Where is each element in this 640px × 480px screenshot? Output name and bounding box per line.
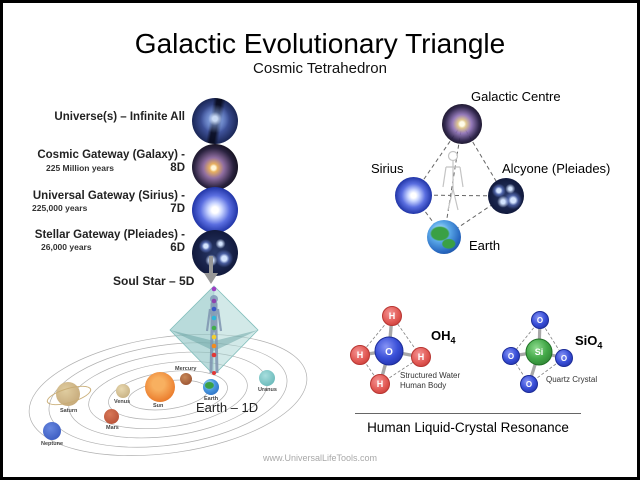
page-title: Galactic Evolutionary Triangle <box>134 28 506 59</box>
planet-earth <box>203 379 219 395</box>
earth-1d-label: Earth – 1D <box>196 400 259 415</box>
gateway-years-universal: 225,000 years <box>32 203 88 213</box>
gateway-label-universe: Universe(s) – Infinite All <box>54 111 185 123</box>
planet-saturn <box>56 382 80 406</box>
silicon-center-atom <box>525 338 553 366</box>
water-caption-line1: Structured Water <box>400 371 461 380</box>
planet-label-neptune: Neptune <box>41 441 63 447</box>
earth-node <box>427 220 461 254</box>
galactic-centre-node <box>442 104 482 144</box>
sirius-star-image <box>192 187 238 233</box>
svg-text:O: O <box>385 347 393 358</box>
planet-mercury <box>180 373 192 385</box>
svg-text:O: O <box>526 380 532 389</box>
water-molecule: H H H H O <box>350 306 431 394</box>
website-url: www.UniversalLifeTools.com <box>262 453 378 463</box>
planet-sun <box>145 372 175 402</box>
planet-label-mercury: Mercury <box>175 366 197 372</box>
gateway-label-stellar: Stellar Gateway (Pleiades) - 6D <box>34 229 185 254</box>
soul-star-label: Soul Star – 5D <box>113 274 195 288</box>
quartz-octahedron-edges <box>510 319 565 385</box>
planet-uranus <box>259 370 275 386</box>
svg-text:H: H <box>377 379 384 389</box>
quartz-formula-sub: 4 <box>597 340 603 351</box>
down-arrow-icon <box>204 256 218 284</box>
svg-text:H: H <box>357 350 364 360</box>
oxygen-atoms <box>502 311 573 393</box>
alcyone-node <box>488 178 524 214</box>
planet-mars <box>104 409 119 424</box>
hydrogen-atoms <box>350 306 431 394</box>
water-formula-sub: 4 <box>450 335 456 346</box>
water-formula: OH4 <box>431 328 456 346</box>
resonance-heading: Human Liquid-Crystal Resonance <box>367 420 569 435</box>
earth-label: Earth <box>469 238 501 253</box>
svg-text:O: O <box>508 352 514 361</box>
universe-nebula-image <box>192 98 238 144</box>
quartz-formula-text: SiO <box>575 333 598 348</box>
svg-text:H: H <box>389 311 396 321</box>
gateway-years-cosmic: 225 Million years <box>46 163 115 173</box>
planet-label-uranus: Uranus <box>258 387 277 393</box>
quartz-molecule: O O O O Si <box>502 311 573 393</box>
sirius-label: Sirius <box>371 161 404 176</box>
water-caption-line2: Human Body <box>400 381 447 390</box>
svg-text:O: O <box>561 354 567 363</box>
quartz-formula: SiO4 <box>575 333 602 351</box>
pleiades-cluster-image <box>192 230 238 276</box>
oxygen-center-atom <box>374 336 404 366</box>
water-caption: Structured Water Human Body <box>400 371 460 391</box>
gateway-label-cosmic: Cosmic Gateway (Galaxy) - 8D <box>37 149 185 174</box>
sirius-node <box>395 177 432 214</box>
water-octahedron-edges <box>359 315 422 385</box>
planet-label-sun: Sun <box>153 403 164 409</box>
planet-neptune <box>43 422 61 440</box>
human-figure-outline <box>442 150 464 211</box>
planet-label-earth: Earth <box>204 396 219 402</box>
water-atom-letters: H H H H O <box>357 311 425 389</box>
planet-label-mars: Mars <box>106 425 119 431</box>
spiral-galaxy-image <box>192 144 238 190</box>
soul-crystal-octahedron <box>169 285 259 376</box>
planet-label-saturn: Saturn <box>60 408 78 414</box>
svg-text:H: H <box>418 352 425 362</box>
gateway-label-universal: Universal Gateway (Sirius) - 7D <box>32 190 185 215</box>
chakra-dots <box>211 286 217 375</box>
planet-venus <box>116 384 130 398</box>
quartz-caption: Quartz Crystal <box>546 375 598 384</box>
svg-text:O: O <box>537 316 543 325</box>
resonance-divider <box>355 413 581 414</box>
page-subtitle: Cosmic Tetrahedron <box>253 60 387 77</box>
galactic-centre-label: Galactic Centre <box>471 89 561 104</box>
gateway-years-stellar: 26,000 years <box>41 242 92 252</box>
quartz-atom-letters: O O O O Si <box>508 316 567 389</box>
alcyone-label: Alcyone (Pleiades) <box>502 161 611 176</box>
svg-text:Si: Si <box>535 347 544 357</box>
water-formula-text: OH <box>431 328 451 343</box>
planet-label-venus: Venus <box>114 399 131 405</box>
